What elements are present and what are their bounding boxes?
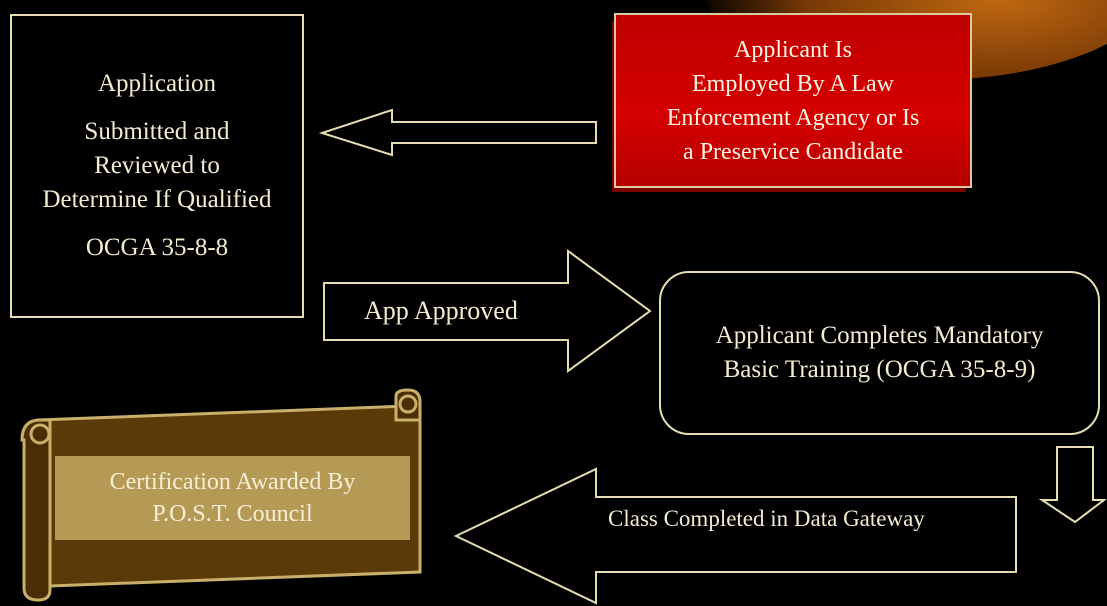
- training-node: Applicant Completes Mandatory Basic Trai…: [659, 271, 1100, 435]
- arrow-down: [1038, 446, 1107, 524]
- application-title: Application: [97, 70, 217, 97]
- training-line2: Basic Training (OCGA 35-8-9): [723, 356, 1036, 383]
- arrow-app-approved: [323, 249, 652, 373]
- application-node: Application Submitted and Reviewed to De…: [10, 14, 304, 318]
- certification-line1: Certification Awarded By: [109, 469, 356, 495]
- application-line3: Reviewed to: [94, 152, 220, 179]
- class-completed-label: Class Completed in Data Gateway: [608, 506, 925, 531]
- applicant-line4: a Preservice Candidate: [683, 138, 903, 165]
- application-line2: Submitted and: [84, 118, 230, 145]
- applicant-line3: Enforcement Agency or Is: [666, 104, 920, 131]
- applicant-node: Applicant Is Employed By A Law Enforceme…: [614, 13, 972, 188]
- application-line4: Determine If Qualified: [42, 186, 272, 213]
- applicant-line1: Applicant Is: [734, 36, 852, 63]
- applicant-line2: Employed By A Law: [692, 70, 894, 97]
- certification-line2: P.O.S.T. Council: [152, 501, 313, 527]
- certification-node: Certification Awarded By P.O.S.T. Counci…: [55, 456, 410, 540]
- training-line1: Applicant Completes Mandatory: [715, 322, 1044, 349]
- arrow-class-completed: [453, 467, 1017, 605]
- app-approved-label: App Approved: [364, 296, 518, 325]
- arrow-left-to-application: [318, 108, 597, 157]
- application-code: OCGA 35-8-8: [85, 234, 229, 261]
